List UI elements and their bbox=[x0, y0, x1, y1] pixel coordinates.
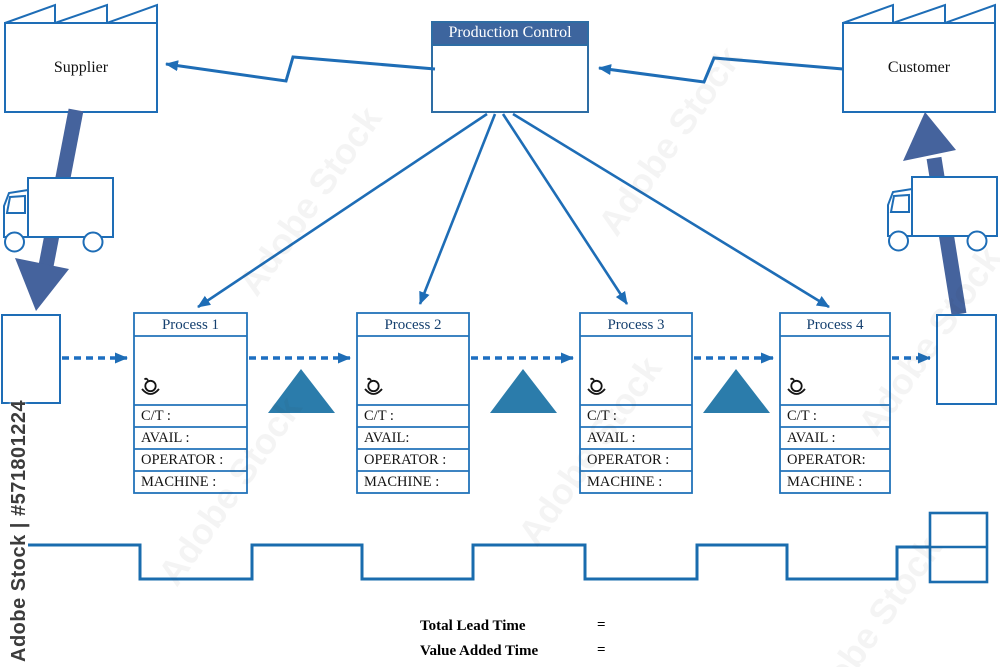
process-1-row-ct: C/T : bbox=[141, 408, 171, 424]
process-1-box bbox=[133, 312, 248, 494]
operator-icons bbox=[141, 377, 806, 395]
outbound-buffer-box bbox=[936, 314, 997, 405]
supplier-label: Supplier bbox=[53, 59, 109, 76]
value-added-time-label: Value Added Time bbox=[420, 643, 539, 659]
process-2-title: Process 2 bbox=[384, 317, 442, 333]
process-3-row-operator: OPERATOR : bbox=[587, 452, 670, 468]
truck-right-icon bbox=[887, 176, 998, 252]
production-control-box bbox=[431, 21, 589, 113]
process-3-title: Process 3 bbox=[607, 317, 665, 333]
info-arrow-pc-to-supplier bbox=[165, 55, 436, 83]
inbound-buffer-box bbox=[1, 314, 61, 404]
process-2-box bbox=[356, 312, 470, 494]
customer-factory-icon bbox=[842, 3, 996, 113]
total-lead-time-label: Total Lead Time bbox=[420, 618, 526, 634]
operator-icon bbox=[787, 377, 806, 395]
customer-label: Customer bbox=[887, 59, 951, 76]
process-4-row-operator: OPERATOR: bbox=[787, 452, 866, 468]
truck-left-icon bbox=[3, 177, 114, 253]
inventory-triangle-icon bbox=[490, 369, 557, 413]
process-3-row-machine: MACHINE : bbox=[587, 474, 663, 490]
process-1-row-operator: OPERATOR : bbox=[141, 452, 224, 468]
total-lead-time-equals: = bbox=[597, 617, 606, 633]
process-2-row-operator: OPERATOR : bbox=[364, 452, 447, 468]
production-control-label: Production Control bbox=[448, 24, 572, 41]
process-2-row-avail: AVAIL: bbox=[364, 430, 410, 446]
process-4-title: Process 4 bbox=[806, 317, 864, 333]
process-2-row-ct: C/T : bbox=[364, 408, 394, 424]
process-2-row-machine: MACHINE : bbox=[364, 474, 440, 490]
operator-icon bbox=[587, 377, 606, 395]
process-4-row-machine: MACHINE : bbox=[787, 474, 863, 490]
value-added-time-equals: = bbox=[597, 642, 606, 658]
inventory-triangle-icon bbox=[703, 369, 770, 413]
process-3-row-avail: AVAIL : bbox=[587, 430, 636, 446]
process-1-row-machine: MACHINE : bbox=[141, 474, 217, 490]
info-arrow-customer-to-pc bbox=[598, 56, 844, 84]
inventory-triangle-icons bbox=[268, 369, 770, 413]
operator-icon bbox=[364, 377, 383, 395]
process-4-row-ct: C/T : bbox=[787, 408, 817, 424]
timeline bbox=[28, 543, 930, 581]
schedule-arrows bbox=[197, 112, 830, 309]
process-4-row-avail: AVAIL : bbox=[787, 430, 836, 446]
inventory-triangle-icon bbox=[268, 369, 335, 413]
watermark-label: Adobe Stock | #571801224 bbox=[8, 399, 30, 662]
process-1-row-avail: AVAIL : bbox=[141, 430, 190, 446]
timeline-summary-box bbox=[928, 511, 989, 584]
process-boxes bbox=[133, 312, 891, 494]
process-3-row-ct: C/T : bbox=[587, 408, 617, 424]
process-1-title: Process 1 bbox=[161, 317, 220, 333]
process-3-box bbox=[579, 312, 693, 494]
process-4-box bbox=[779, 312, 891, 494]
operator-icon bbox=[141, 377, 160, 395]
